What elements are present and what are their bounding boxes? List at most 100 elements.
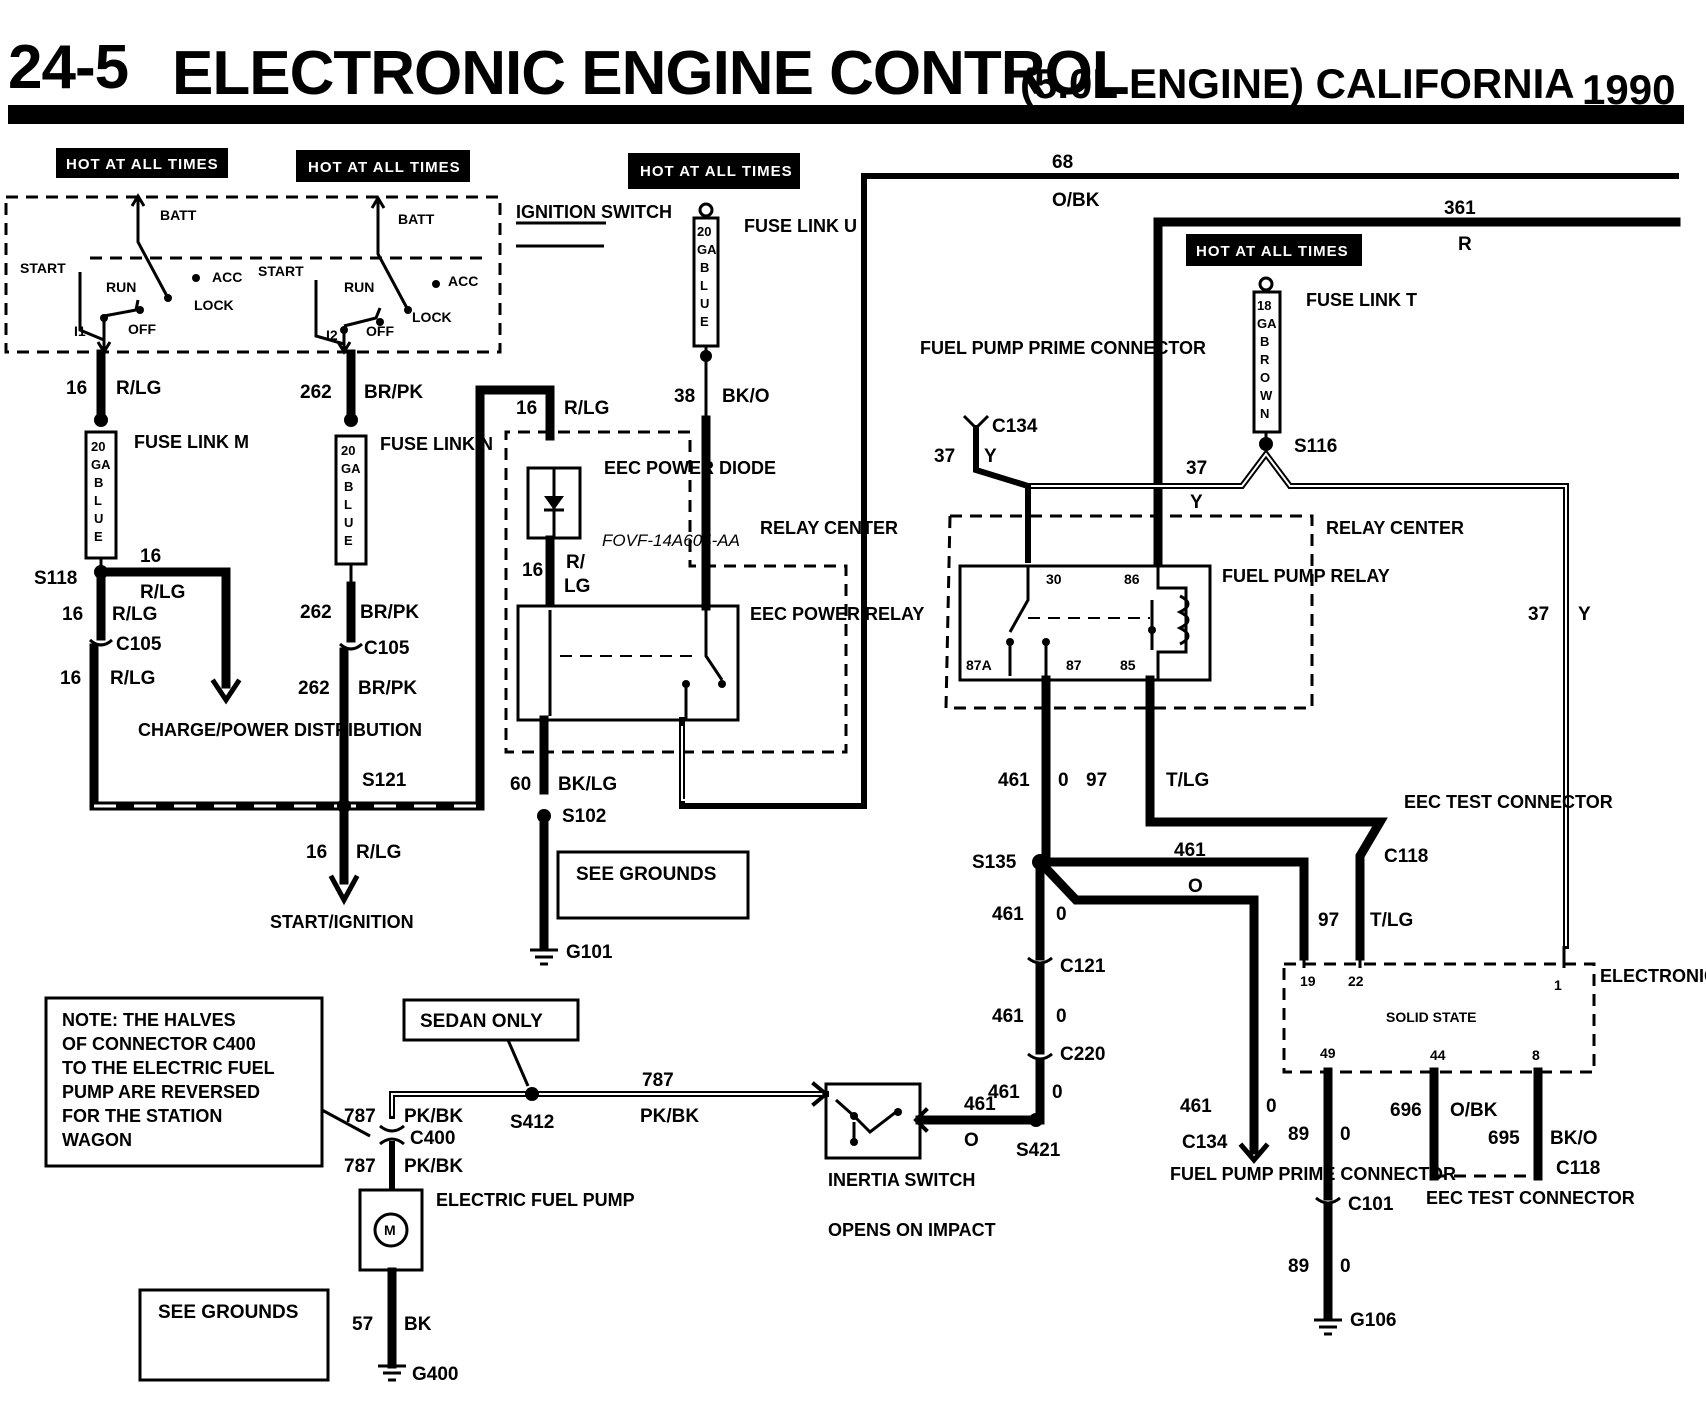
wire-split-label: LG xyxy=(564,576,590,597)
wire-color: 0 xyxy=(1052,1082,1063,1103)
note-box xyxy=(44,996,324,1168)
motor-label: M xyxy=(384,1222,396,1238)
solid-state-label: SOLID STATE xyxy=(1386,1009,1476,1025)
wire-color: 0 xyxy=(1056,904,1067,925)
wire-color: O xyxy=(964,1130,979,1151)
svg-text:GA: GA xyxy=(91,457,111,472)
connector-c134: C134 xyxy=(1182,1132,1228,1153)
electric-fuel-pump: M xyxy=(358,1188,424,1272)
eec-test-label: EEC TEST CONNECTOR xyxy=(1404,792,1613,812)
relay-pin-30: 30 xyxy=(1046,571,1062,587)
wire-color: R/LG xyxy=(140,582,185,603)
wire-color: Y xyxy=(984,446,997,467)
note-line: TO THE ELECTRIC FUEL xyxy=(62,1058,275,1078)
note-line: PUMP ARE REVERSED xyxy=(62,1082,260,1102)
connector-c121: C121 xyxy=(1060,956,1106,977)
wire-number: 262 xyxy=(300,602,332,623)
wire-number: 16 xyxy=(522,560,543,581)
splice-s102: S102 xyxy=(562,806,606,827)
svg-text:GA: GA xyxy=(341,461,361,476)
wire-color: R/LG xyxy=(112,604,157,625)
wire-color: BR/PK xyxy=(360,602,419,623)
wire-color: Y xyxy=(1578,604,1591,625)
charge-power-label: CHARGE/POWER DISTRIBUTION xyxy=(138,720,422,740)
svg-text:E: E xyxy=(94,529,103,544)
wire-color: O xyxy=(1188,876,1203,897)
splice-s116: S116 xyxy=(1294,436,1337,457)
wire-461-eec xyxy=(1035,857,1309,961)
batt-label: BATT xyxy=(398,211,435,227)
wire-color: 0 xyxy=(1266,1096,1277,1117)
hot-label-fuse-t: HOT AT ALL TIMES xyxy=(1186,234,1362,266)
ignition-label-underline xyxy=(516,221,606,248)
eec-module xyxy=(1282,946,1596,1074)
wire-number: 37 xyxy=(1186,458,1207,479)
svg-text:GA: GA xyxy=(697,242,717,257)
wire-number: 37 xyxy=(934,446,955,467)
hot-label-text: HOT AT ALL TIMES xyxy=(308,159,461,176)
wire-number: 38 xyxy=(674,386,695,407)
page-number: 24-5 xyxy=(8,33,128,102)
svg-text:20: 20 xyxy=(341,443,355,458)
hot-label-ign1: HOT AT ALL TIMES xyxy=(56,148,228,178)
note-line: FOR THE STATION xyxy=(62,1106,222,1126)
connector-c118: C118 xyxy=(1384,846,1428,867)
wire-color: R/LG xyxy=(356,842,401,863)
splice-dot xyxy=(525,1087,539,1101)
wire-461-prime xyxy=(1033,855,1259,1155)
svg-text:L: L xyxy=(94,493,102,508)
circuit-262-brpk: 20 GA B L U E xyxy=(328,349,368,906)
ground-g101 xyxy=(530,948,558,966)
splice-s412: S412 xyxy=(510,1112,554,1133)
connector-c101: C101 xyxy=(1348,1194,1394,1215)
hot-label-text: HOT AT ALL TIMES xyxy=(1196,243,1349,260)
wire-number: 68 xyxy=(1052,152,1073,173)
diode-part-number: FOVF-14A604-AA xyxy=(602,531,740,550)
wire-number: 262 xyxy=(300,382,332,403)
ground-g400-label: G400 xyxy=(412,1364,458,1385)
wire-97 xyxy=(1145,675,1388,961)
svg-text:E: E xyxy=(700,314,709,329)
fuse-link-u: 20 GA B L U E xyxy=(692,202,720,420)
wire-color: BR/PK xyxy=(364,382,423,403)
wire-number: 60 xyxy=(510,774,531,795)
splice-s118: S118 xyxy=(34,568,77,589)
wire-color: BK xyxy=(404,1314,432,1335)
fuel-pump-prime-label: FUEL PUMP PRIME CONNECTOR xyxy=(1170,1164,1456,1184)
connector-symbol xyxy=(379,1124,405,1133)
fuse-link-t: 18 GA B R O W N xyxy=(1252,276,1282,451)
fuse-link-m-label: FUSE LINK M xyxy=(134,432,249,452)
ground-g106 xyxy=(1314,1318,1342,1336)
off-label: OFF xyxy=(366,323,394,339)
eec-power-diode xyxy=(526,466,582,615)
wire-361 xyxy=(1153,217,1681,579)
wire-color: 0 xyxy=(1058,770,1069,791)
svg-text:U: U xyxy=(94,511,103,526)
inertia-switch xyxy=(824,1082,1041,1160)
svg-text:E: E xyxy=(344,533,353,548)
wire-color: BR/PK xyxy=(358,678,417,699)
eec-relay-label: EEC POWER RELAY xyxy=(750,604,924,624)
eec-pin-1: 1 xyxy=(1554,977,1562,993)
wire-color: 0 xyxy=(1056,1006,1067,1027)
page-subtitle: (5.0L ENGINE) CALIFORNIA xyxy=(1020,60,1575,107)
eec-pin-22: 22 xyxy=(1348,973,1364,989)
batt-label: BATT xyxy=(160,207,197,223)
wire-number: 16 xyxy=(516,398,537,419)
connector-c400: C400 xyxy=(410,1128,455,1149)
sedan-only-box xyxy=(402,998,580,1042)
fuel-pump-relay-label: FUEL PUMP RELAY xyxy=(1222,566,1390,586)
wire-number: 16 xyxy=(306,842,327,863)
hot-label-ign2: HOT AT ALL TIMES xyxy=(296,150,470,182)
svg-text:18: 18 xyxy=(1257,298,1271,313)
opens-on-impact-label: OPENS ON IMPACT xyxy=(828,1220,996,1240)
title-rule xyxy=(8,105,1684,124)
sedan-only-text: SEDAN ONLY xyxy=(420,1011,543,1032)
lock-label: LOCK xyxy=(412,309,452,325)
relay-center-label: RELAY CENTER xyxy=(1326,518,1464,538)
sedan-only-arrow xyxy=(506,1039,530,1087)
splice-s421: S421 xyxy=(1016,1140,1061,1161)
eec-pin-44: 44 xyxy=(1430,1047,1446,1063)
wire-number: 97 xyxy=(1086,770,1107,791)
hot-label-text: HOT AT ALL TIMES xyxy=(66,156,219,173)
